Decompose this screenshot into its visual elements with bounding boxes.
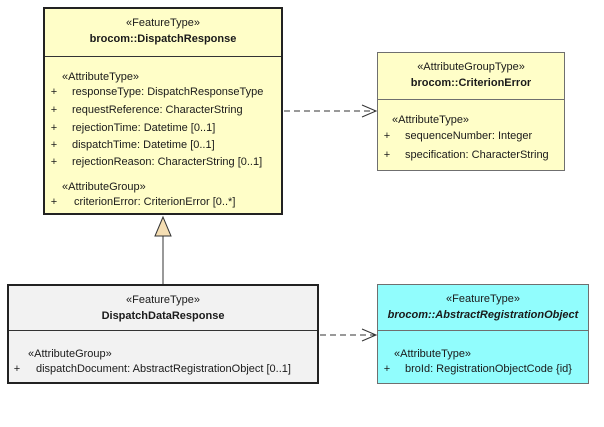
attribute-row[interactable]: + dispatchTime: Datetime [0..1] — [45, 137, 281, 154]
visibility-marker: + — [383, 130, 391, 142]
class-name: DispatchDataResponse — [101, 310, 225, 322]
visibility-marker: + — [50, 122, 58, 134]
attribute-text: rejectionTime: Datetime [0..1] — [72, 122, 216, 134]
attribute-row[interactable]: + specification: CharacterString — [378, 147, 564, 164]
attribute-row[interactable]: + rejectionReason: CharacterString [0..1… — [45, 154, 281, 171]
class-name: brocom::AbstractRegistrationObject — [387, 309, 579, 321]
class-dispatch-data-response[interactable]: «FeatureType» DispatchDataResponse «Attr… — [7, 284, 319, 384]
visibility-marker: + — [13, 363, 21, 375]
attribute-row[interactable]: + responseType: DispatchResponseType — [45, 84, 281, 101]
visibility-marker: + — [50, 196, 58, 208]
section-title: «AttributeType» — [62, 71, 140, 83]
visibility-marker: + — [50, 139, 58, 151]
compartment-divider — [45, 56, 281, 57]
class-header: «FeatureType» brocom::AbstractRegistrati… — [378, 285, 588, 330]
visibility-marker: + — [50, 156, 58, 168]
attribute-text: broId: RegistrationObjectCode {id} — [405, 363, 572, 375]
attribute-row[interactable]: + requestReference: CharacterString — [45, 102, 281, 119]
class-header: «FeatureType» brocom::DispatchResponse — [45, 9, 281, 57]
attribute-text: criterionError: CriterionError [0..*] — [74, 196, 236, 208]
stereotype-label: «FeatureType» — [126, 17, 200, 29]
generalization-arrowhead — [154, 215, 172, 237]
section-title: «AttributeType» — [394, 348, 472, 360]
attribute-text: responseType: DispatchResponseType — [72, 86, 264, 98]
attribute-row[interactable]: + broId: RegistrationObjectCode {id} — [378, 361, 588, 378]
compartment-divider — [378, 330, 588, 331]
attribute-text: dispatchDocument: AbstractRegistrationOb… — [36, 363, 291, 375]
attribute-text: requestReference: CharacterString — [72, 104, 243, 116]
attribute-text: sequenceNumber: Integer — [405, 130, 533, 142]
visibility-marker: + — [383, 363, 391, 375]
attribute-row[interactable]: + criterionError: CriterionError [0..*] — [45, 194, 281, 211]
compartment-divider — [378, 99, 564, 100]
attribute-row[interactable]: + dispatchDocument: AbstractRegistration… — [9, 361, 317, 378]
attribute-text: rejectionReason: CharacterString [0..1] — [72, 156, 263, 168]
class-abstract-registration-object[interactable]: «FeatureType» brocom::AbstractRegistrati… — [377, 284, 589, 384]
dependency-arrowhead-criterion-error — [361, 104, 378, 118]
class-criterion-error[interactable]: «AttributeGroupType» brocom::CriterionEr… — [377, 52, 565, 171]
section-title: «AttributeGroup» — [28, 348, 112, 360]
attribute-row[interactable]: + sequenceNumber: Integer — [378, 128, 564, 145]
visibility-marker: + — [50, 86, 58, 98]
attribute-text: specification: CharacterString — [405, 149, 549, 161]
dependency-arrowhead-abstract-registration-object — [361, 328, 378, 342]
stereotype-label: «AttributeGroupType» — [417, 61, 525, 73]
visibility-marker: + — [383, 149, 391, 161]
compartment-divider — [9, 330, 317, 331]
visibility-marker: + — [50, 104, 58, 116]
attribute-text: dispatchTime: Datetime [0..1] — [72, 139, 215, 151]
class-dispatch-response[interactable]: «FeatureType» brocom::DispatchResponse «… — [43, 7, 283, 215]
class-name: brocom::DispatchResponse — [89, 33, 237, 45]
class-name: brocom::CriterionError — [410, 77, 532, 89]
section-title: «AttributeGroup» — [62, 181, 146, 193]
stereotype-label: «FeatureType» — [446, 293, 520, 305]
attribute-row[interactable]: + rejectionTime: Datetime [0..1] — [45, 120, 281, 137]
class-header: «FeatureType» DispatchDataResponse — [9, 286, 317, 331]
class-header: «AttributeGroupType» brocom::CriterionEr… — [378, 53, 564, 99]
stereotype-label: «FeatureType» — [126, 294, 200, 306]
section-title: «AttributeType» — [392, 114, 470, 126]
